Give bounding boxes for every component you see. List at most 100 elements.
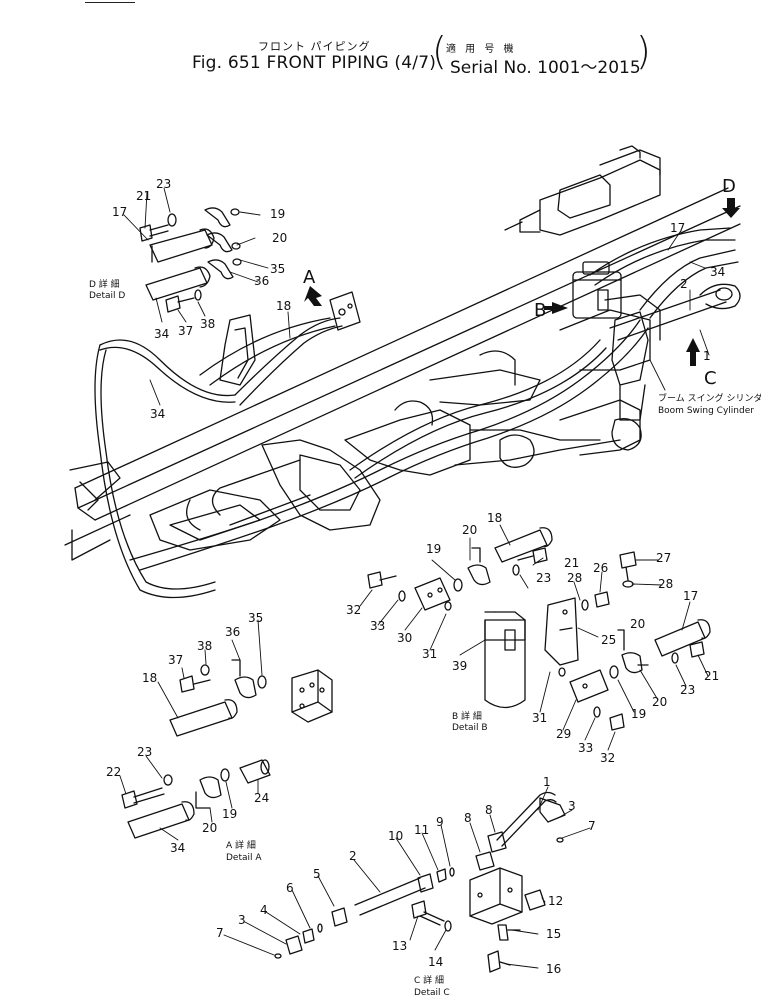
- part-33: 33: [578, 741, 593, 755]
- detail-d-jp: D 詳 細: [89, 278, 120, 290]
- boom-swing-cylinder-jp: ブーム スイング シリンダ: [658, 392, 761, 404]
- part-38: 38: [197, 639, 212, 653]
- view-letter-b: B: [534, 300, 546, 321]
- part-37: 37: [178, 324, 193, 338]
- part-8: 8: [485, 803, 493, 817]
- part-14: 14: [428, 955, 443, 969]
- hose-routing: [94, 227, 739, 599]
- part-19: 19: [426, 542, 441, 556]
- part-8: 8: [464, 811, 472, 825]
- part-2: 2: [349, 849, 357, 863]
- part-23: 23: [156, 177, 171, 191]
- part-21: 21: [704, 669, 719, 683]
- part-32: 32: [346, 603, 361, 617]
- detail-c-parts: [274, 791, 566, 973]
- part-9: 9: [436, 815, 444, 829]
- part-11: 11: [414, 823, 429, 837]
- part-34: 34: [150, 407, 165, 421]
- part-15: 15: [546, 927, 561, 941]
- detail-b-jp: B 詳 細: [452, 710, 482, 722]
- part-36: 36: [225, 625, 240, 639]
- part-7: 7: [588, 819, 596, 833]
- part-18: 18: [142, 671, 157, 685]
- part-31: 31: [532, 711, 547, 725]
- part-2: 2: [680, 277, 688, 291]
- main-boom-frame: [64, 145, 741, 561]
- part-31: 31: [422, 647, 437, 661]
- part-32: 32: [600, 751, 615, 765]
- part-23: 23: [137, 745, 152, 759]
- part-number-labels: 1 2 17 34 18 34 17 21 23 19 20 35 36 34 …: [106, 177, 725, 976]
- serial-range: Serial No. 1001～2015: [450, 58, 641, 78]
- serial-open-paren: (: [432, 29, 447, 73]
- part-20: 20: [272, 231, 287, 245]
- part-3: 3: [238, 913, 246, 927]
- serial-japanese: 適 用 号 機: [446, 44, 517, 55]
- serial-close-paren: ): [636, 29, 651, 73]
- part-36: 36: [254, 274, 269, 288]
- detail-a-jp: A 詳 細: [226, 839, 256, 851]
- part-24: 24: [254, 791, 269, 805]
- part-38: 38: [200, 317, 215, 331]
- part-35: 35: [248, 611, 263, 625]
- part-10: 10: [388, 829, 403, 843]
- detail-a-parts: [121, 659, 333, 839]
- part-28: 28: [567, 571, 582, 585]
- part-19: 19: [222, 807, 237, 821]
- detail-d-en: Detail D: [89, 291, 125, 301]
- detail-b-en: Detail B: [452, 723, 488, 733]
- part-39: 39: [452, 659, 467, 673]
- part-34: 34: [710, 265, 725, 279]
- part-23: 23: [536, 571, 551, 585]
- part-26: 26: [593, 561, 608, 575]
- detail-caption-labels: D 詳 細 Detail D B 詳 細 Detail B A 詳 細 Deta…: [89, 278, 761, 998]
- part-7: 7: [216, 926, 224, 940]
- part-25: 25: [601, 633, 616, 647]
- part-30: 30: [397, 631, 412, 645]
- part-1: 1: [543, 775, 551, 789]
- view-letter-a: A: [303, 267, 316, 288]
- part-29: 29: [556, 727, 571, 741]
- part-23: 23: [680, 683, 695, 697]
- part-17: 17: [683, 589, 698, 603]
- part-20: 20: [652, 695, 667, 709]
- boom-swing-cylinder-en: Boom Swing Cylinder: [658, 406, 754, 416]
- part-21: 21: [136, 189, 151, 203]
- detail-c-jp: C 詳 細: [414, 974, 444, 986]
- part-22: 22: [106, 765, 121, 779]
- part-6: 6: [286, 881, 294, 895]
- part-18: 18: [487, 511, 502, 525]
- title-japanese: フロント パイピング: [258, 40, 371, 53]
- part-13: 13: [392, 939, 407, 953]
- part-3: 3: [568, 799, 576, 813]
- view-letter-labels: A B C D: [303, 176, 736, 389]
- part-17: 17: [670, 221, 685, 235]
- figure-title: Fig. 651 FRONT PIPING (4/7): [192, 53, 437, 73]
- part-34: 34: [170, 841, 185, 855]
- part-1: 1: [703, 349, 711, 363]
- detail-c-en: Detail C: [414, 988, 450, 998]
- view-arrows: [304, 198, 740, 366]
- part-20: 20: [462, 523, 477, 537]
- part-21: 21: [564, 556, 579, 570]
- part-4: 4: [260, 903, 268, 917]
- part-5: 5: [313, 867, 321, 881]
- part-16: 16: [546, 962, 561, 976]
- part-27: 27: [656, 551, 671, 565]
- view-letter-d: D: [722, 176, 736, 197]
- part-19: 19: [631, 707, 646, 721]
- part-18: 18: [276, 299, 291, 313]
- part-17: 17: [112, 205, 127, 219]
- leader-lines: [119, 187, 710, 969]
- header-rule: [85, 2, 135, 3]
- part-20: 20: [202, 821, 217, 835]
- part-35: 35: [270, 262, 285, 276]
- detail-d-parts: [139, 207, 242, 313]
- part-19: 19: [270, 207, 285, 221]
- part-33: 33: [370, 619, 385, 633]
- part-20: 20: [630, 617, 645, 631]
- detail-a-en: Detail A: [226, 853, 262, 863]
- view-letter-c: C: [704, 368, 717, 389]
